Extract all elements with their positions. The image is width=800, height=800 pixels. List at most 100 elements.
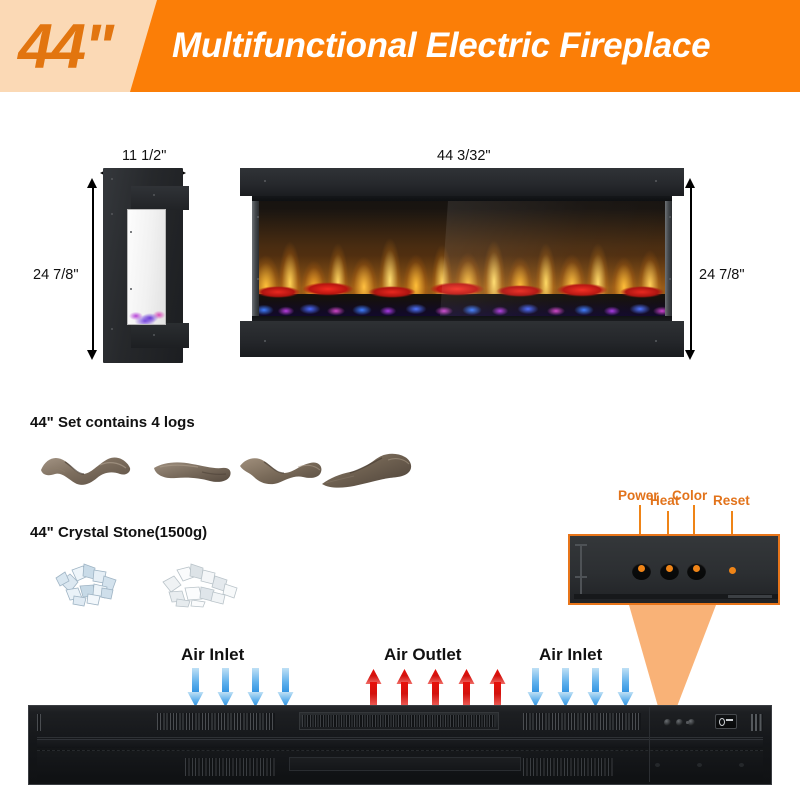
airflow-label-inlet-left: Air Inlet — [181, 645, 245, 664]
control-panel-zoom-box — [568, 534, 780, 605]
bottom-unit-lower-panel — [37, 750, 763, 782]
dimension-label-front-height: 24 7/8" — [699, 267, 745, 283]
header-size-badge: 44" — [18, 11, 114, 82]
dim-arrowhead-up — [685, 178, 695, 188]
screw-dot — [111, 213, 113, 215]
color-button-physical[interactable] — [688, 719, 695, 726]
side-view-top-lip — [131, 186, 189, 210]
airflow-label-outlet: Air Outlet — [384, 645, 462, 664]
panel-rail-vertical — [580, 544, 582, 596]
dim-line-side-height — [92, 186, 94, 351]
screw-dot — [111, 328, 113, 330]
left-edge-grille — [37, 714, 41, 731]
front-view-bottom-edge — [252, 316, 672, 321]
heat-button-physical[interactable] — [676, 719, 683, 726]
outlet-arrow-up — [396, 669, 413, 708]
dimension-label-side-height: 24 7/8" — [33, 267, 79, 283]
outlet-arrow-up — [458, 669, 475, 708]
panel-rail-bottom — [575, 576, 587, 578]
screw-dot — [153, 334, 155, 336]
screw-dot — [111, 178, 113, 180]
inlet-arrow-down — [527, 668, 544, 707]
lower-vent-right — [523, 758, 613, 776]
screw-dot — [130, 231, 132, 233]
side-view-bottom-lip — [131, 323, 189, 348]
dim-arrowhead-down — [87, 350, 97, 360]
panel-bottom-strip — [574, 594, 778, 599]
reset-pinhole-physical[interactable] — [686, 721, 689, 724]
screw-dot — [264, 180, 266, 182]
bottom-unit-divider — [37, 737, 763, 738]
airflow-label-inlet-right: Air Inlet — [539, 645, 603, 664]
screw-dot — [257, 278, 259, 280]
logs-section-title: 44" Set contains 4 logs — [30, 414, 195, 431]
front-view-left-post — [252, 201, 259, 316]
glass-reflection — [440, 201, 672, 316]
screw-dot — [655, 340, 657, 342]
air-inlet-vent-right — [523, 713, 641, 730]
dimension-label-side-depth: 11 1/2" — [122, 148, 167, 164]
front-view-top-panel — [240, 168, 684, 196]
lower-mount-point — [697, 763, 702, 767]
control-label-reset: Reset — [713, 493, 750, 508]
inlet-arrow-down — [587, 668, 604, 707]
control-label-color: Color — [672, 488, 708, 503]
screw-dot — [153, 194, 155, 196]
power-button-physical[interactable] — [664, 719, 671, 726]
heat-button-highlight — [666, 565, 673, 572]
lower-mount-point — [739, 763, 744, 767]
fireplace-front-view — [240, 168, 684, 363]
crystal-pile — [55, 563, 117, 607]
crystal-ember-bed — [252, 298, 672, 316]
inlet-arrow-down — [617, 668, 634, 707]
inlet-arrow-down — [277, 668, 294, 707]
control-label-power: Power — [618, 488, 659, 503]
inlet-arrow-down — [187, 668, 204, 707]
page-title: Multifunctional Electric Fireplace — [172, 26, 711, 65]
switch-off-symbol — [726, 719, 733, 721]
right-edge-grille — [751, 714, 763, 731]
power-rocker-switch[interactable] — [715, 714, 737, 729]
air-outlet-grille — [302, 715, 496, 727]
panel-strip-accent — [728, 595, 772, 598]
bottom-unit-top-face — [29, 706, 771, 736]
front-view-bottom-panel — [240, 321, 684, 357]
air-inlet-vent-left — [157, 713, 275, 730]
inlet-arrow-down — [557, 668, 574, 707]
inlet-arrow-down — [217, 668, 234, 707]
lower-mount-point — [655, 763, 660, 767]
log-item — [154, 462, 231, 482]
switch-on-symbol — [719, 718, 725, 726]
screw-dot — [669, 216, 671, 218]
front-view-firebox — [252, 201, 672, 316]
dim-arrowhead-down — [685, 350, 695, 360]
inlet-arrow-down — [247, 668, 264, 707]
dim-arrowhead-up — [87, 178, 97, 188]
reset-highlight — [729, 567, 736, 574]
lower-center-recess — [289, 757, 521, 771]
front-view-top-edge — [252, 196, 672, 201]
lower-vent-left — [185, 758, 275, 776]
side-view-glass-panel — [127, 209, 166, 325]
control-label-heat: Heat — [650, 493, 680, 508]
side-view-crystal-embers — [128, 298, 165, 324]
crystal-pile — [162, 563, 238, 608]
screw-dot — [264, 340, 266, 342]
screw-dot — [130, 288, 132, 290]
power-button-highlight — [638, 565, 645, 572]
dim-line-front-height — [690, 186, 692, 351]
dimension-label-front-width: 44 3/32" — [437, 148, 491, 164]
front-view-right-post — [665, 201, 672, 316]
screw-dot — [655, 180, 657, 182]
outlet-arrow-up — [365, 669, 382, 708]
bottom-unit-control-zone — [649, 707, 764, 782]
air-outlet-vent — [299, 712, 499, 730]
fireplace-side-view — [103, 168, 189, 363]
screw-dot — [669, 278, 671, 280]
fireplace-bottom-view — [28, 705, 772, 785]
log-item — [41, 457, 131, 485]
outlet-arrow-up — [489, 669, 506, 708]
log-item — [240, 458, 322, 485]
screw-dot — [257, 216, 259, 218]
crystal-section-title: 44" Crystal Stone(1500g) — [30, 524, 208, 541]
